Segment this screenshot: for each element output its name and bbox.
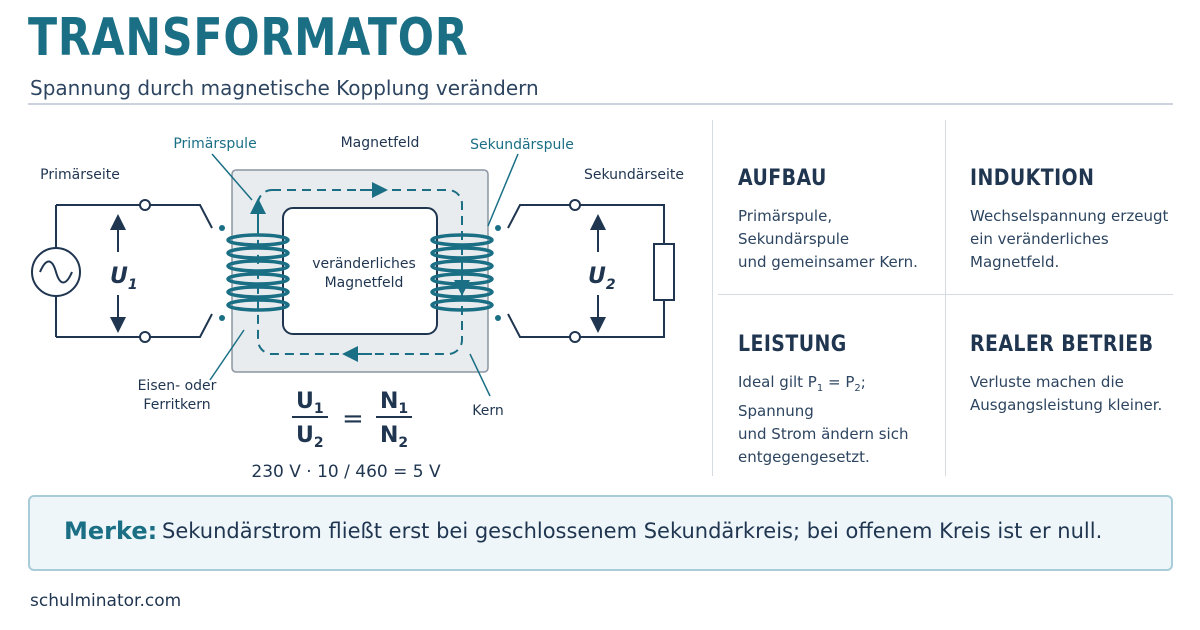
core-center-label-1: veränderliches xyxy=(312,256,416,272)
card-divider-middle xyxy=(945,120,946,476)
merke-text: Sekundärstrom fließt erst bei geschlosse… xyxy=(162,519,1103,543)
load-resistor-icon xyxy=(653,243,675,301)
primary-side-label: Primärseite xyxy=(40,167,120,183)
magnetic-field-label: Magnetfeld xyxy=(341,135,420,151)
primary-circuit xyxy=(55,204,213,338)
page-title: TRANSFORMATOR xyxy=(28,8,469,68)
header-divider xyxy=(28,103,1173,105)
svg-text:U1: U1 xyxy=(296,389,324,417)
svg-text:=: = xyxy=(342,404,364,434)
secondary-circuit xyxy=(507,204,665,338)
secondary-terminal-top xyxy=(569,199,581,211)
formula-example: 230 V · 10 / 460 = 5 V xyxy=(251,462,441,482)
secondary-side-label: Sekundärseite xyxy=(584,167,684,183)
u1-label: U1 xyxy=(110,264,138,293)
ac-source-icon xyxy=(31,247,81,297)
secondary-coil xyxy=(430,233,494,312)
core-label: Kern xyxy=(472,403,503,419)
merke-box: Merke: Sekundärstrom fließt erst bei ges… xyxy=(28,495,1173,571)
card-induktion-title: INDUKTION xyxy=(970,166,1095,191)
svg-text:U2: U2 xyxy=(296,423,324,451)
primary-terminal-bottom xyxy=(139,331,151,343)
iron-core-label-1: Eisen- oder xyxy=(138,378,217,394)
merke-label: Merke: xyxy=(64,517,158,545)
card-realer-betrieb-title: REALER BETRIEB xyxy=(970,332,1154,357)
card-divider-horizontal xyxy=(718,294,1173,295)
primary-coil-label: Primärspule xyxy=(173,136,256,152)
card-aufbau-title: AUFBAU xyxy=(738,166,827,191)
card-divider-left xyxy=(712,120,713,476)
ratio-formula: U1 U2 = N1 N2 xyxy=(292,389,412,451)
secondary-terminal-bottom xyxy=(569,331,581,343)
leader-lines xyxy=(209,153,519,397)
transformer-svg: U1 xyxy=(31,135,684,482)
primary-terminal-top xyxy=(139,199,151,211)
svg-text:N1: N1 xyxy=(380,389,408,417)
transformer-diagram: U1 xyxy=(0,110,710,490)
transformer-core xyxy=(231,169,489,373)
core-center-label-2: Magnetfeld xyxy=(325,275,404,291)
card-leistung-title: LEISTUNG xyxy=(738,332,847,357)
iron-core-label-2: Ferritkern xyxy=(143,397,210,413)
svg-text:N2: N2 xyxy=(380,423,408,451)
secondary-coil-label: Sekundärspule xyxy=(470,137,574,153)
page-subtitle: Spannung durch magnetische Kopplung verä… xyxy=(30,76,539,100)
footer-site: schulminator.com xyxy=(30,591,182,611)
u2-label: U2 xyxy=(588,264,616,293)
primary-coil xyxy=(226,233,290,312)
